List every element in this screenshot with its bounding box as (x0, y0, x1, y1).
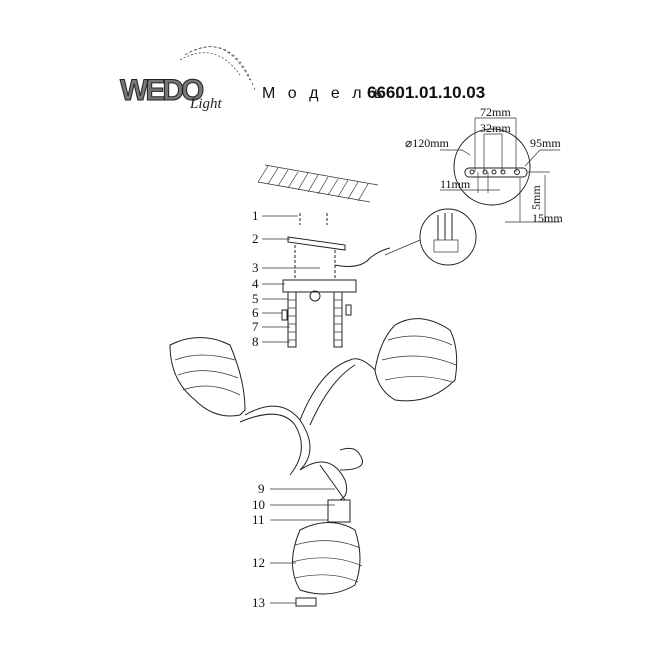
dim-95mm: 95mm (530, 136, 561, 150)
brand-logo: WEDO Light (120, 46, 256, 112)
model-label: М о д е л ь : (262, 85, 403, 102)
dim-72mm: 72mm (480, 105, 511, 119)
wiring-detail (384, 208, 477, 266)
dim-5mm: 5mm (529, 185, 543, 210)
part-label-11: 11 (252, 512, 265, 527)
part-label-1: 1 (252, 208, 259, 223)
part-label-13: 13 (252, 595, 265, 610)
canopy-assembly (281, 213, 391, 348)
part-label-6: 6 (252, 305, 259, 320)
part-labels: 1 2 3 4 5 6 7 8 9 10 11 12 13 (252, 208, 335, 610)
svg-text:Light: Light (189, 96, 223, 112)
part-label-3: 3 (252, 260, 259, 275)
svg-text:WEDO: WEDO (120, 74, 204, 107)
dim-diameter-120mm: ⌀120mm (405, 136, 450, 150)
glass-shade-bottom (291, 499, 363, 607)
glass-shade-right (374, 318, 458, 402)
part-label-5: 5 (252, 291, 259, 306)
dim-15mm: 15mm (532, 211, 563, 225)
part-label-10: 10 (252, 497, 265, 512)
dim-32mm: 32mm (480, 121, 511, 135)
part-label-2: 2 (252, 231, 259, 246)
part-label-9: 9 (258, 481, 265, 496)
fixture-arms (239, 358, 376, 501)
glass-shade-left (169, 337, 246, 417)
part-label-7: 7 (252, 319, 259, 334)
part-label-12: 12 (252, 555, 265, 570)
part-label-4: 4 (252, 276, 259, 291)
mounting-plate-detail (440, 117, 560, 223)
part-label-8: 8 (252, 334, 259, 349)
dim-11mm: 11mm (440, 177, 471, 191)
ceiling-hatch (257, 164, 379, 203)
model-number: 66601.01.10.03 (367, 83, 485, 102)
